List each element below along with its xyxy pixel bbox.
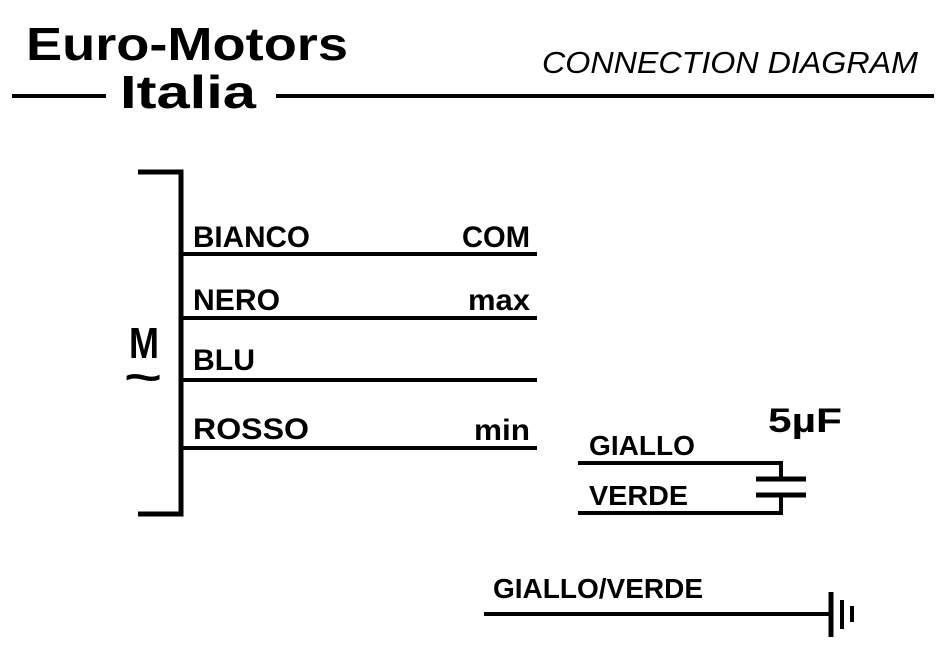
brand-logo-line1: Euro-Motors xyxy=(26,18,348,70)
capacitor-wire-label-verde: VERDE xyxy=(589,480,688,511)
motor-block: M ~ BIANCO COM NERO max BLU ROSSO min xyxy=(124,169,537,517)
wire-function-min: min xyxy=(474,414,530,447)
wire-label-blu: BLU xyxy=(193,344,255,377)
motor-symbol-letter: M xyxy=(129,319,159,368)
capacitor-wire-giallo xyxy=(578,461,783,478)
ground-wire-label: GIALLO/VERDE xyxy=(493,573,703,604)
brand-logo-line2: Italia xyxy=(120,66,257,118)
capacitor-value: 5µF xyxy=(768,402,842,440)
header: Euro-Motors Italia CONNECTION DIAGRAM xyxy=(12,18,934,118)
wire-label-rosso: ROSSO xyxy=(193,413,309,446)
capacitor-wire-verde xyxy=(578,497,783,515)
motor-bracket xyxy=(138,169,184,517)
wire-function-com: COM xyxy=(462,221,530,254)
ground-icon xyxy=(828,592,854,637)
ac-symbol-icon: ~ xyxy=(124,353,162,402)
wire-label-nero: NERO xyxy=(193,284,280,317)
capacitor-block: 5µF GIALLO VERDE xyxy=(578,402,842,515)
page-title: CONNECTION DIAGRAM xyxy=(542,45,918,80)
ground-block: GIALLO/VERDE xyxy=(484,573,854,637)
wire-function-max: max xyxy=(468,284,530,317)
capacitor-wire-label-giallo: GIALLO xyxy=(589,430,695,461)
wire-label-bianco: BIANCO xyxy=(193,221,310,254)
